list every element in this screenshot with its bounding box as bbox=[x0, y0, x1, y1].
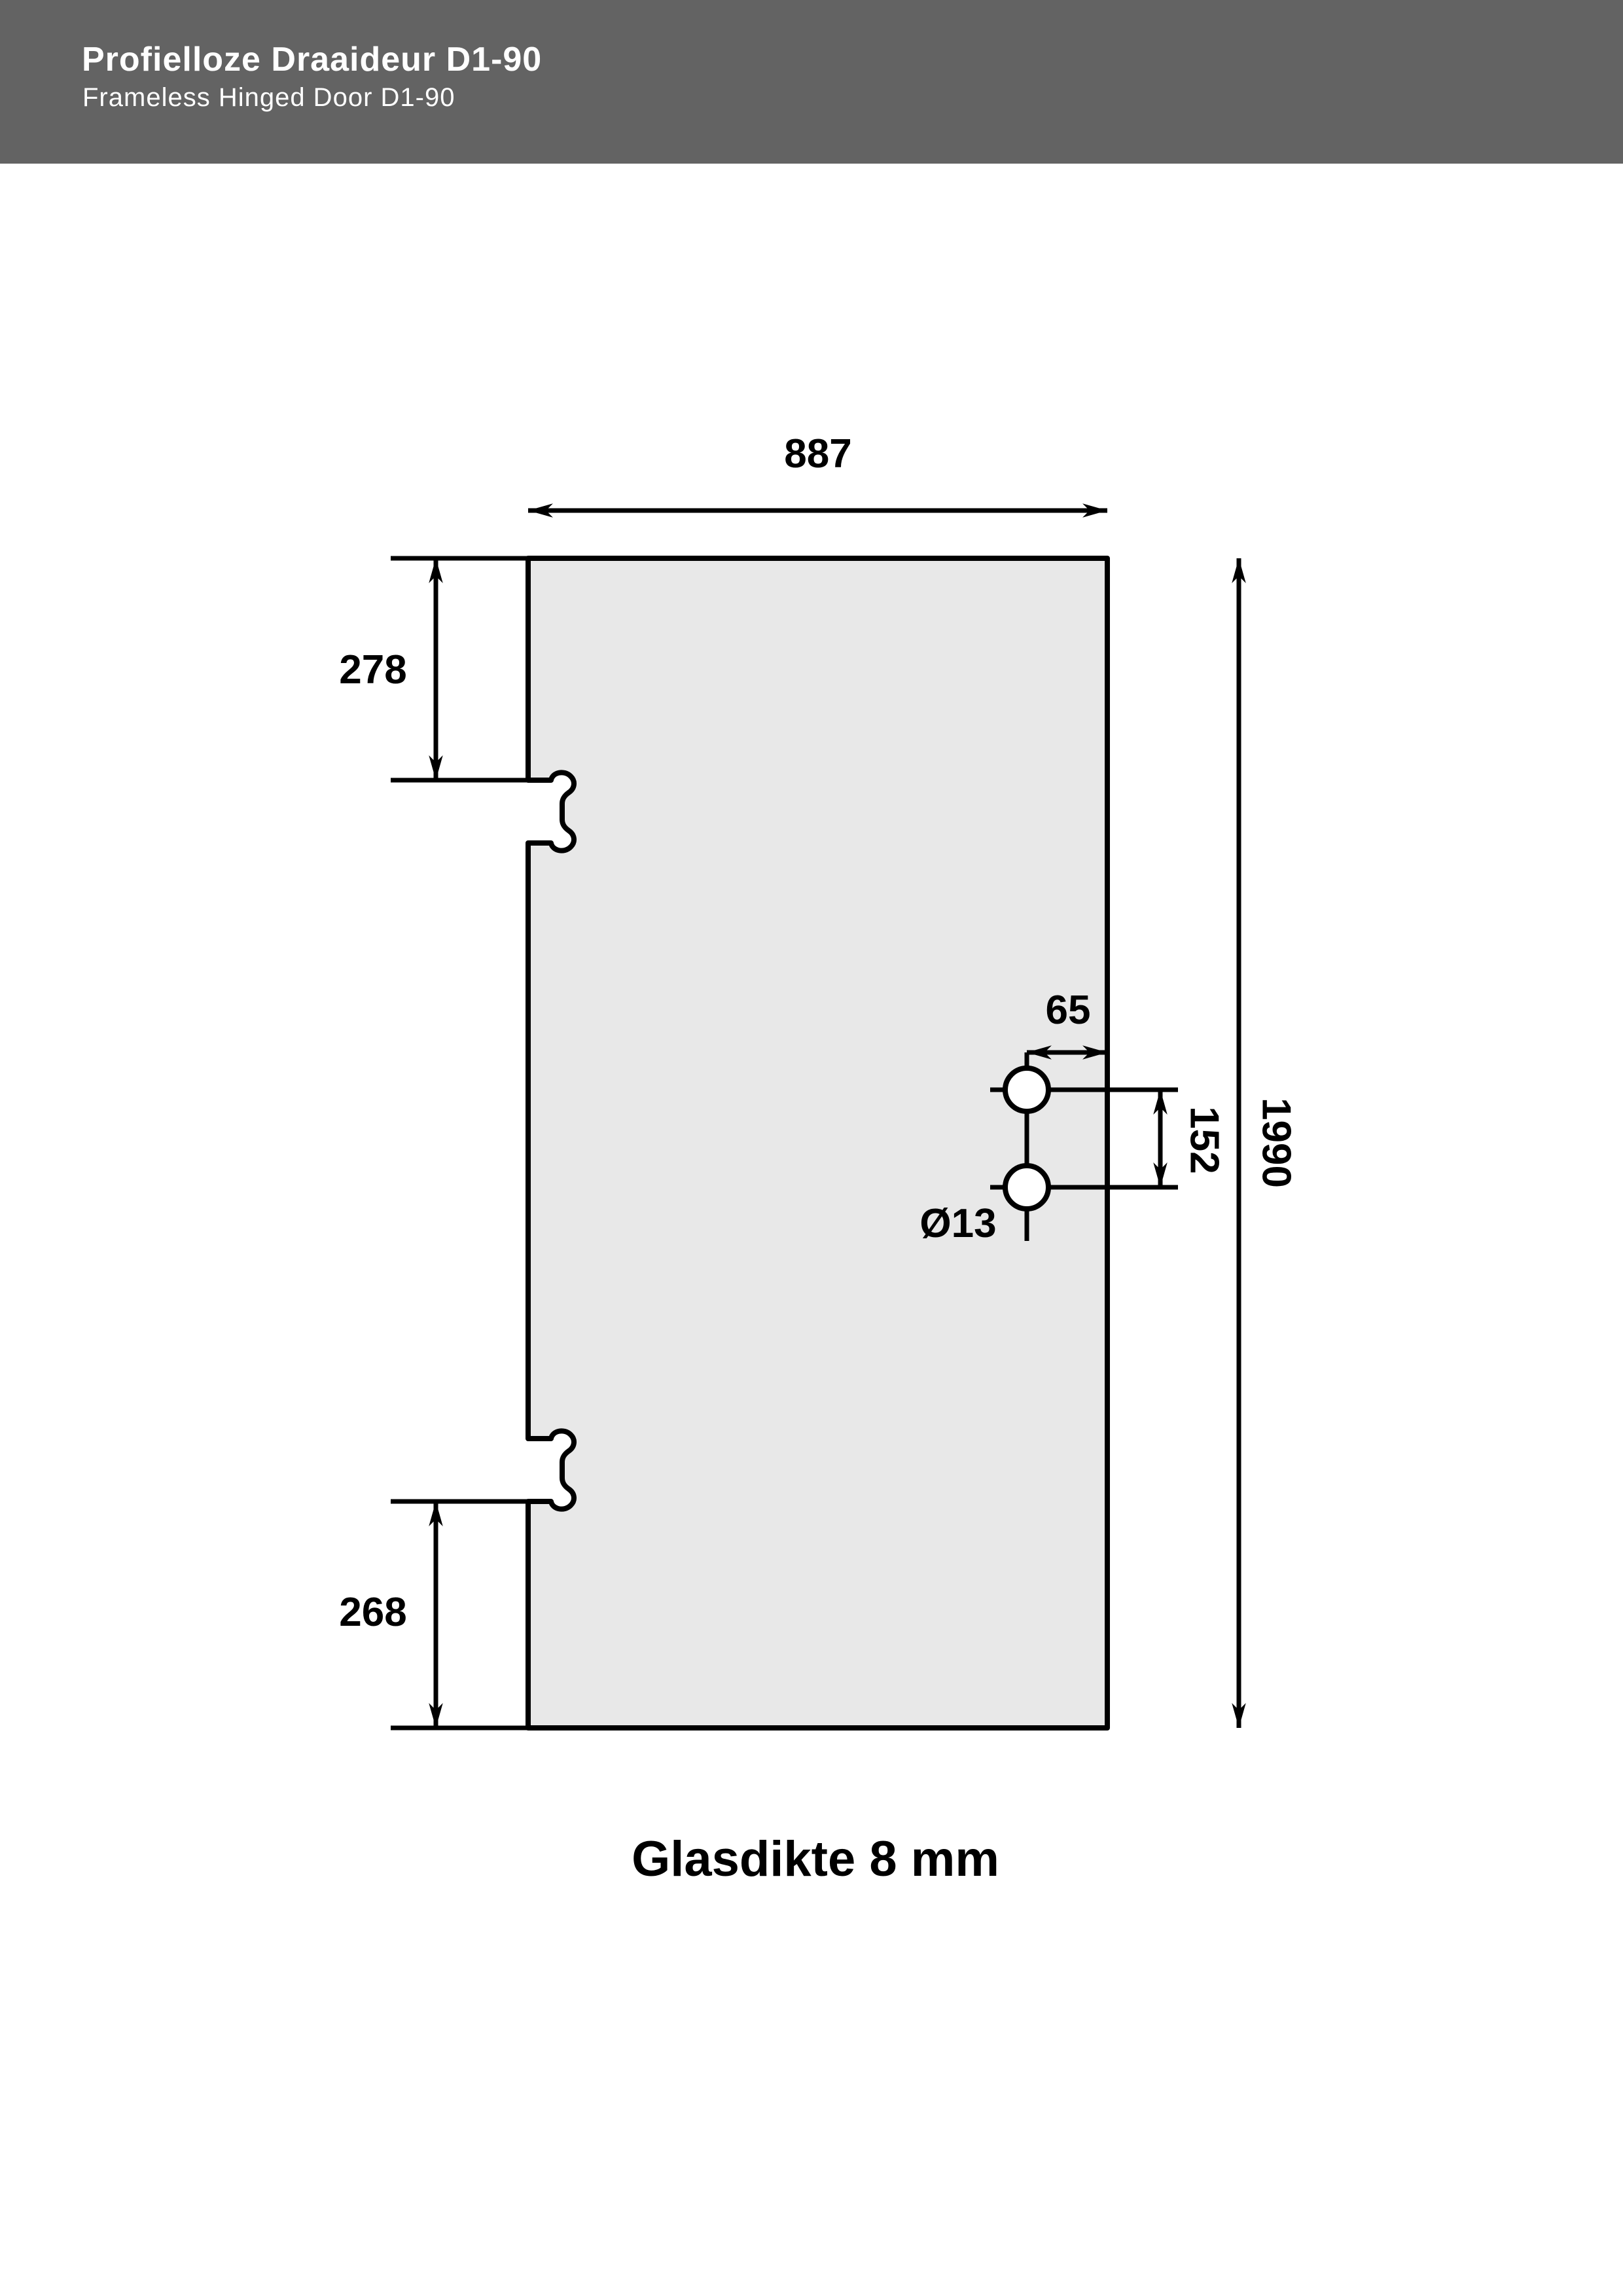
handle-hole-top bbox=[1003, 1066, 1051, 1114]
hole-to-edge-dimension-label: 65 bbox=[1046, 988, 1091, 1033]
top-hinge-offset-dimension-label: 278 bbox=[339, 647, 406, 692]
door-height-dimension-label: 1990 bbox=[1254, 1098, 1299, 1188]
hole-spacing-dimension-label: 152 bbox=[1182, 1106, 1227, 1174]
dimension-door-width: 887 bbox=[528, 431, 1107, 518]
handle-holes bbox=[990, 1052, 1178, 1241]
page-subtitle: Frameless Hinged Door D1-90 bbox=[82, 83, 455, 112]
glass-thickness-caption: Glasdikte 8 mm bbox=[632, 1831, 999, 1887]
glass-door-panel bbox=[526, 556, 1110, 1731]
page-title: Profielloze Draaideur D1-90 bbox=[82, 41, 543, 79]
bottom-hinge-offset-dimension-label: 268 bbox=[339, 1590, 406, 1635]
header-bar: Profielloze Draaideur D1-90 Frameless Hi… bbox=[0, 0, 1623, 164]
dimension-door-height: 1990 bbox=[1232, 558, 1299, 1728]
hole-diameter-label: Ø13 bbox=[919, 1201, 996, 1246]
dimension-hole-spacing: 152 bbox=[1153, 1090, 1227, 1187]
dimension-bottom-hinge-offset: 268 bbox=[339, 1499, 528, 1731]
door-width-dimension-label: 887 bbox=[784, 431, 851, 476]
dimension-hole-to-edge: 65 bbox=[1027, 988, 1107, 1060]
handle-hole-bottom bbox=[1003, 1163, 1051, 1211]
dimension-top-hinge-offset: 278 bbox=[339, 556, 528, 783]
